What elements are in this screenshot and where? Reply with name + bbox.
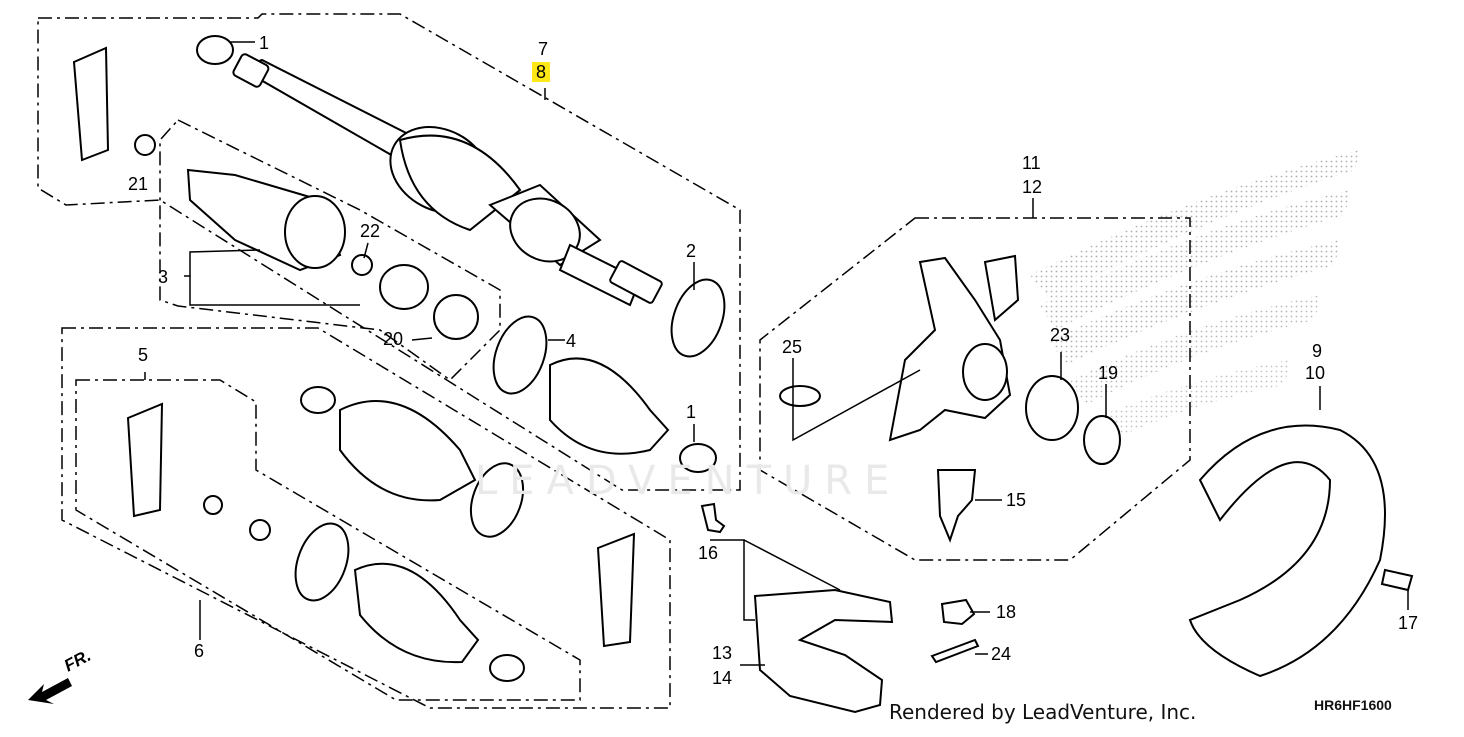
grease-tubes xyxy=(72,46,636,648)
outline-inner-joint-kit xyxy=(159,119,501,381)
clamp-bands xyxy=(196,35,726,682)
knuckle-parts xyxy=(779,254,1414,678)
leader-lines xyxy=(144,41,1409,666)
outline-knuckle-assembly xyxy=(759,217,1191,561)
callout-7: 7 xyxy=(538,39,549,59)
callout-9: 9 xyxy=(1312,341,1323,361)
wing-logo-watermark xyxy=(1030,150,1360,445)
callout-1-top: 1 xyxy=(259,33,270,53)
callout-6: 6 xyxy=(194,641,205,661)
callout-2: 2 xyxy=(686,241,697,261)
callout-13: 13 xyxy=(712,643,733,663)
callout-5: 5 xyxy=(138,345,149,365)
callout-16: 16 xyxy=(698,543,719,563)
callout-25: 25 xyxy=(782,337,803,357)
drive-shaft xyxy=(232,53,663,307)
cv-boots xyxy=(339,357,670,664)
inner-joint-parts xyxy=(134,134,479,541)
callout-21: 21 xyxy=(128,174,149,194)
outline-driveshaft-assembly xyxy=(37,13,741,491)
callout-19: 19 xyxy=(1098,363,1119,383)
callout-14: 14 xyxy=(712,668,733,688)
watermark: LEADVENTURE xyxy=(475,458,902,504)
callout-17: 17 xyxy=(1398,613,1419,633)
outline-boot-kit-outer xyxy=(61,327,671,709)
callout-24: 24 xyxy=(991,644,1012,664)
callout-23: 23 xyxy=(1050,325,1071,345)
diagram-code: HR6HF1600 xyxy=(1314,697,1392,713)
outline-boot-kit-inner xyxy=(75,379,581,701)
callout-20: 20 xyxy=(383,329,404,349)
group-outlines xyxy=(37,13,1191,709)
callout-11: 11 xyxy=(1022,153,1041,173)
bracket-and-hardware xyxy=(700,502,980,714)
callout-3: 3 xyxy=(158,267,169,287)
callout-8-highlighted[interactable]: 8 xyxy=(532,62,551,82)
callout-18: 18 xyxy=(996,602,1017,622)
callout-4: 4 xyxy=(566,331,577,351)
callout-22: 22 xyxy=(360,221,381,241)
callout-12: 12 xyxy=(1022,177,1043,197)
callout-1-bottom: 1 xyxy=(686,402,697,422)
front-direction-arrow xyxy=(28,678,72,704)
callout-15: 15 xyxy=(1006,490,1027,510)
render-credit: Rendered by LeadVenture, Inc. xyxy=(889,700,1197,724)
callout-10: 10 xyxy=(1305,363,1326,383)
